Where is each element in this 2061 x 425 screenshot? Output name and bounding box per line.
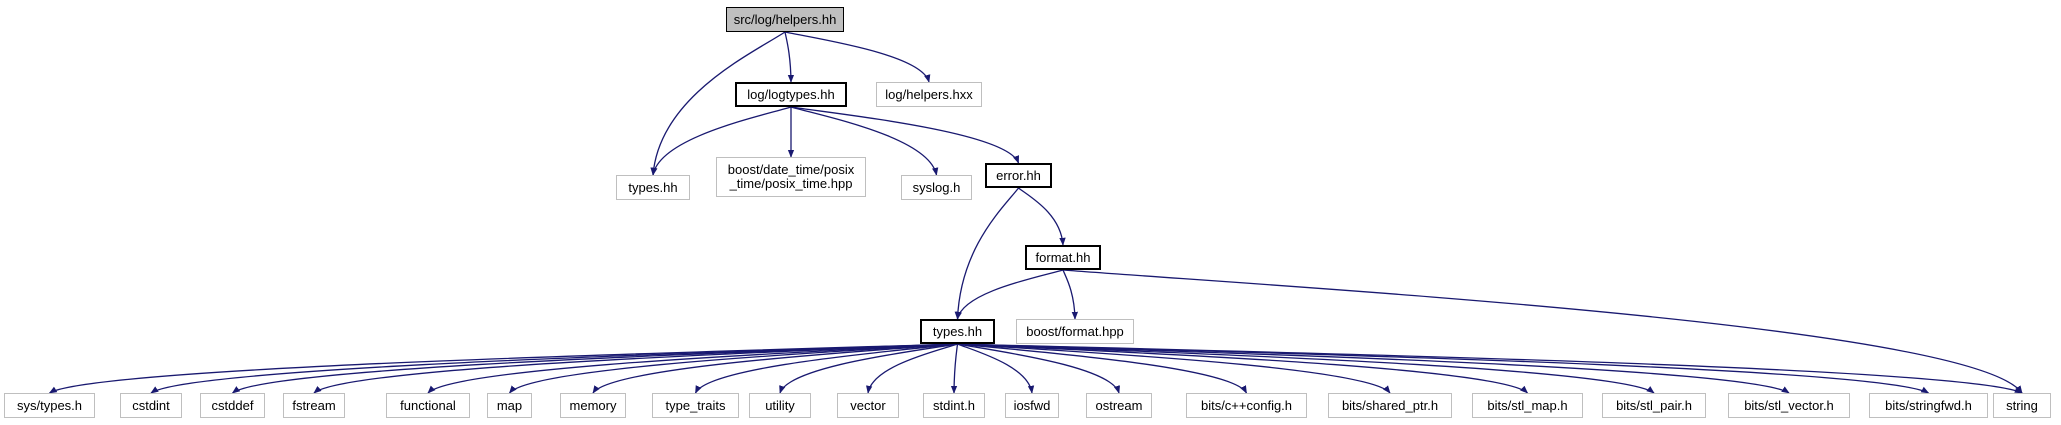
node-fstream: fstream [283,393,345,418]
node-types[interactable]: types.hh [920,319,995,344]
edge-format-to-string [1062,269,2023,394]
node-sys-types: sys/types.h [4,393,95,418]
edge-types-to-ostream [957,343,1120,394]
edge-format-to-boost_format [1062,269,1079,320]
edge-types-to-cstddef [231,343,958,394]
edge-types-to-iosfwd [957,343,1035,394]
node-iosfwd: iosfwd [1005,393,1059,418]
edge-types-to-fstream [313,343,958,394]
edge-types-to-stl_pair [957,343,1655,394]
edge-root-to-helpers_hxx [784,31,931,83]
node-error[interactable]: error.hh [985,163,1052,188]
node-cxxconfig: bits/c++config.h [1186,393,1307,418]
edge-types-to-shared_ptr [957,343,1391,394]
edge-types-to-functional [427,343,958,394]
edge-root-to-types_ext [650,31,786,176]
node-stringfwd: bits/stringfwd.h [1869,393,1988,418]
edge-root-to-logtypes [784,31,795,83]
node-type-traits: type_traits [652,393,739,418]
node-stl-vector: bits/stl_vector.h [1728,393,1850,418]
edge-logtypes-to-syslog [790,106,939,176]
edge-format-to-types [955,269,1064,320]
node-syslog: syslog.h [901,175,972,200]
node-logtypes[interactable]: log/logtypes.hh [735,82,847,107]
edge-logtypes-to-types_ext [651,106,792,176]
node-map: map [487,393,532,418]
edge-types-to-stdint [950,343,959,394]
edge-types-to-string [957,343,2023,394]
node-functional: functional [386,393,470,418]
edge-types-to-memory [592,343,958,394]
edge-logtypes-to-error [790,106,1020,164]
node-cstddef: cstddef [200,393,265,418]
node-root[interactable]: src/log/helpers.hh [726,7,844,32]
edge-error-to-types [954,187,1020,320]
edge-error-to-format [1018,187,1066,246]
node-vector: vector [837,393,899,418]
node-format[interactable]: format.hh [1025,245,1101,270]
node-string: string [1993,393,2051,418]
node-ostream: ostream [1086,393,1152,418]
node-memory: memory [560,393,626,418]
node-cstdint: cstdint [120,393,182,418]
node-posix-time: boost/date_time/posix _time/posix_time.h… [716,157,866,197]
node-boost-format: boost/format.hpp [1016,319,1134,344]
edge-types-to-vector [866,343,958,394]
edge-types-to-type_traits [694,343,958,394]
edge-types-to-cxxconfig [957,343,1248,394]
node-stdint: stdint.h [923,393,985,418]
node-stl-pair: bits/stl_pair.h [1602,393,1706,418]
node-shared-ptr: bits/shared_ptr.h [1328,393,1452,418]
edge-types-to-utility [779,343,958,394]
node-stl-map: bits/stl_map.h [1472,393,1583,418]
node-utility: utility [749,393,811,418]
node-types-ext: types.hh [616,175,690,200]
node-helpers-hxx: log/helpers.hxx [876,82,982,107]
edge-types-to-map [508,343,958,394]
